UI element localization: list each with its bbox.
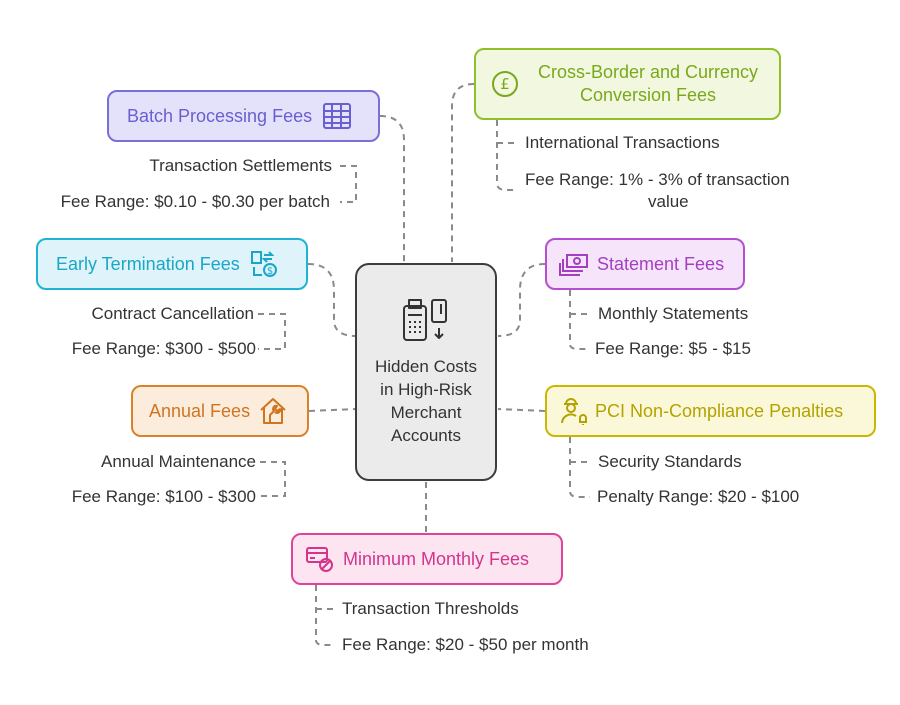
list-item: Transaction Thresholds [342, 599, 519, 618]
list-item: Security Standards [598, 452, 742, 471]
list-item: Monthly Statements [598, 304, 749, 323]
node-early-termination-fees[interactable]: Early Termination Fees $ [36, 238, 308, 290]
node-annual-fees[interactable]: Annual Fees [131, 385, 309, 437]
card-blocked-icon [305, 544, 335, 574]
list-item: Fee Range: 1% - 3% of transaction [525, 170, 790, 189]
node-minimum-monthly-fees[interactable]: Minimum Monthly Fees [291, 533, 563, 585]
connector-crossborder [451, 83, 475, 262]
connector-statement [497, 263, 546, 337]
node-batch-processing-fees[interactable]: Batch Processing Fees [107, 90, 380, 142]
node-pci-penalties[interactable]: PCI Non-Compliance Penalties [545, 385, 876, 437]
connector-batch-items [340, 165, 357, 203]
list-item: value [648, 192, 689, 211]
node-label: Early Termination Fees [56, 253, 240, 274]
node-label: Statement Fees [597, 253, 725, 274]
connector-annual [308, 408, 357, 412]
pound-coin-icon: £ [490, 69, 520, 99]
node-label-line1: Cross-Border and Currency [537, 62, 759, 82]
spreadsheet-icon [322, 101, 352, 131]
list-item: Fee Range: $5 - $15 [595, 339, 751, 358]
node-label: Annual Fees [149, 400, 251, 421]
connector-batch [379, 115, 405, 262]
node-label: Batch Processing Fees [127, 105, 313, 126]
officer-bell-icon [559, 396, 589, 426]
central-topic-title: Hidden Costs in High-Risk Merchant Accou… [374, 356, 478, 445]
connector-early-items [258, 313, 286, 350]
list-item: Transaction Settlements [149, 156, 332, 175]
card-terminal-icon [400, 298, 452, 349]
list-item: Annual Maintenance [100, 452, 256, 471]
list-item: Fee Range: $20 - $50 per month [342, 635, 589, 654]
exchange-dollar-icon: $ [250, 249, 280, 279]
svg-text:£: £ [500, 75, 510, 93]
node-statement-fees[interactable]: Statement Fees [545, 238, 745, 290]
list-item: Fee Range: $0.10 - $0.30 per batch [60, 192, 330, 211]
list-item: Penalty Range: $20 - $100 [597, 487, 800, 506]
connector-crossborder-items [496, 120, 516, 191]
connector-statement-items [569, 290, 590, 350]
cash-stack-icon [559, 249, 589, 279]
central-topic-node: Hidden Costs in High-Risk Merchant Accou… [355, 263, 497, 481]
house-wrench-icon [258, 396, 288, 426]
list-item: Contract Cancellation [91, 304, 254, 323]
list-item: International Transactions [525, 133, 720, 152]
connector-annual-items [260, 461, 286, 497]
connector-pci-items [569, 437, 590, 498]
connector-pci [497, 408, 546, 412]
node-label-line2: Conversion Fees [579, 85, 717, 105]
node-label: Minimum Monthly Fees [343, 548, 530, 569]
connector-early [307, 263, 357, 337]
node-cross-border-fees[interactable]: £ Cross-Border and Currency Conversion F… [474, 48, 781, 120]
svg-text:$: $ [267, 266, 273, 277]
list-item: Fee Range: $100 - $300 [71, 487, 256, 506]
node-label: PCI Non-Compliance Penalties [595, 400, 844, 421]
connector-minimum-items [315, 585, 334, 646]
list-item: Fee Range: $300 - $500 [71, 339, 256, 358]
